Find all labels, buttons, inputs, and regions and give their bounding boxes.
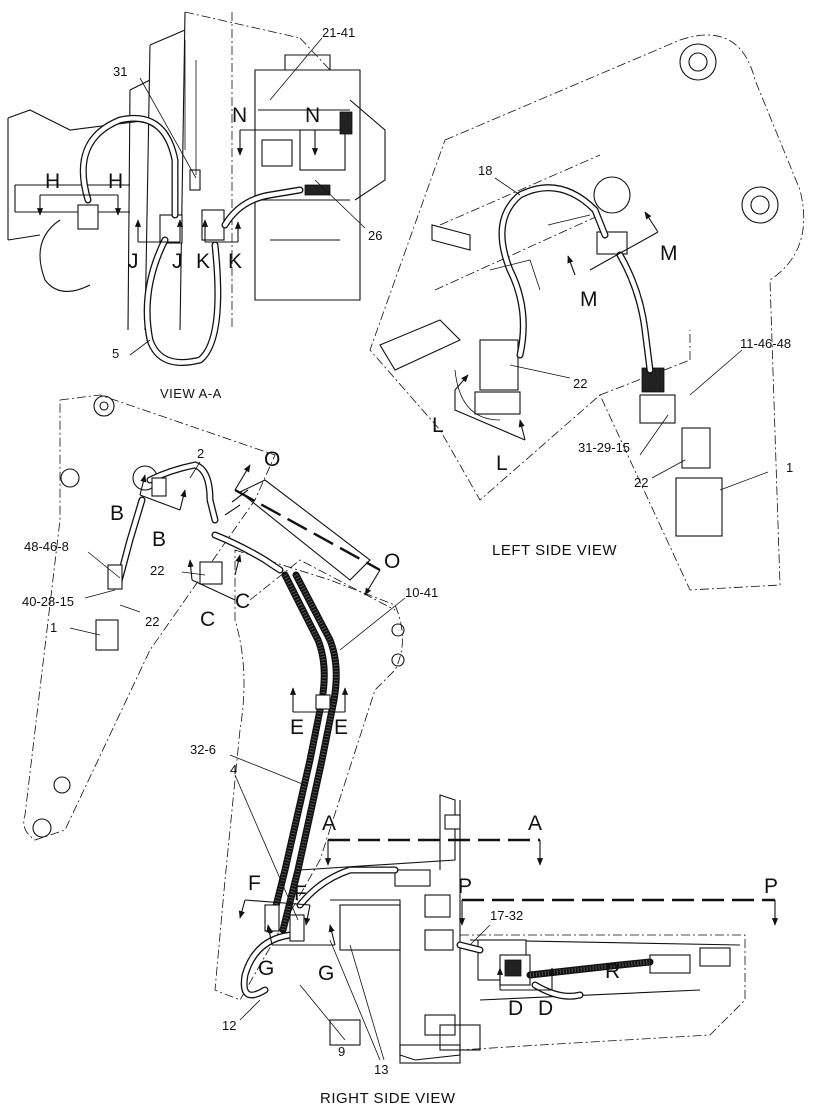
view-aa-labels: 21-41 31 26 5 H H J J K K N N VIEW A-A: [45, 25, 382, 401]
right-side-view-title: RIGHT SIDE VIEW: [320, 1090, 456, 1107]
view-aa-title: VIEW A-A: [160, 386, 222, 401]
section-b-left: B: [110, 502, 124, 525]
section-a-left: A: [322, 812, 336, 835]
right-side-view: [23, 394, 779, 1064]
section-m-right: M: [660, 242, 678, 265]
section-d-right: D: [538, 997, 553, 1020]
callout-22-b: 22: [634, 475, 648, 490]
callout-32-6: 32-6: [190, 742, 216, 757]
section-p-left: P: [458, 875, 472, 898]
section-f-left: F: [248, 872, 261, 895]
section-j-left: J: [128, 250, 139, 273]
callout-5: 5: [112, 346, 119, 361]
section-k-right: K: [228, 250, 242, 273]
section-g-left: G: [258, 957, 274, 980]
callout-10-41: 10-41: [405, 585, 438, 600]
callout-11-46-48: 11-46-48: [740, 336, 791, 351]
callout-22: 22: [573, 376, 587, 391]
callout-13: 13: [374, 1062, 388, 1077]
callout-12: 12: [222, 1018, 236, 1033]
section-p-right: P: [764, 875, 778, 898]
section-a-right: A: [528, 812, 542, 835]
callout-17-32: 17-32: [490, 908, 523, 923]
section-d-left: D: [508, 997, 523, 1020]
callout-22-lower: 22: [145, 614, 159, 629]
section-n-right: N: [305, 104, 320, 127]
callout-2: 2: [197, 446, 204, 461]
callout-18: 18: [478, 163, 492, 178]
callout-9: 9: [338, 1044, 345, 1059]
callout-31-29-15: 31-29-15: [578, 440, 630, 455]
section-m-left: M: [580, 288, 598, 311]
section-k-left: K: [196, 250, 210, 273]
section-e-left: E: [290, 716, 304, 739]
section-b-right: B: [152, 528, 166, 551]
section-j-right: J: [172, 250, 183, 273]
section-o-right: O: [384, 550, 400, 573]
section-g-right: G: [318, 962, 334, 985]
callout-48-46-8: 48-46-8: [24, 539, 69, 554]
callout-40-28-15: 40-28-15: [22, 594, 74, 609]
callout-1: 1: [786, 460, 793, 475]
right-side-view-labels: 2 48-46-8 40-28-15 1 22 22 10-41 32-6 4 …: [22, 446, 778, 1107]
section-l-left: L: [432, 414, 444, 437]
callout-31: 31: [113, 64, 127, 79]
section-l-right: L: [496, 452, 508, 475]
callout-26: 26: [368, 228, 382, 243]
section-h-left: H: [45, 170, 60, 193]
section-c-left: C: [200, 608, 215, 631]
callout-4: 4: [230, 762, 237, 777]
callout-1-right: 1: [50, 620, 57, 635]
section-o-left: O: [264, 448, 280, 471]
callout-22-upper: 22: [150, 563, 164, 578]
callout-21-41: 21-41: [322, 25, 355, 40]
section-h-right: H: [108, 170, 123, 193]
section-n-left: N: [232, 104, 247, 127]
left-side-view-title: LEFT SIDE VIEW: [492, 542, 617, 559]
left-side-view-labels: 18 22 11-46-48 31-29-15 22 1 M M L L LEF…: [432, 163, 793, 559]
view-aa-detail: [7, 11, 386, 366]
section-r: R: [605, 960, 620, 983]
left-side-view: [369, 34, 805, 591]
section-f-right: F: [294, 882, 307, 905]
section-c-right: C: [235, 590, 250, 613]
section-e-right: E: [334, 716, 348, 739]
